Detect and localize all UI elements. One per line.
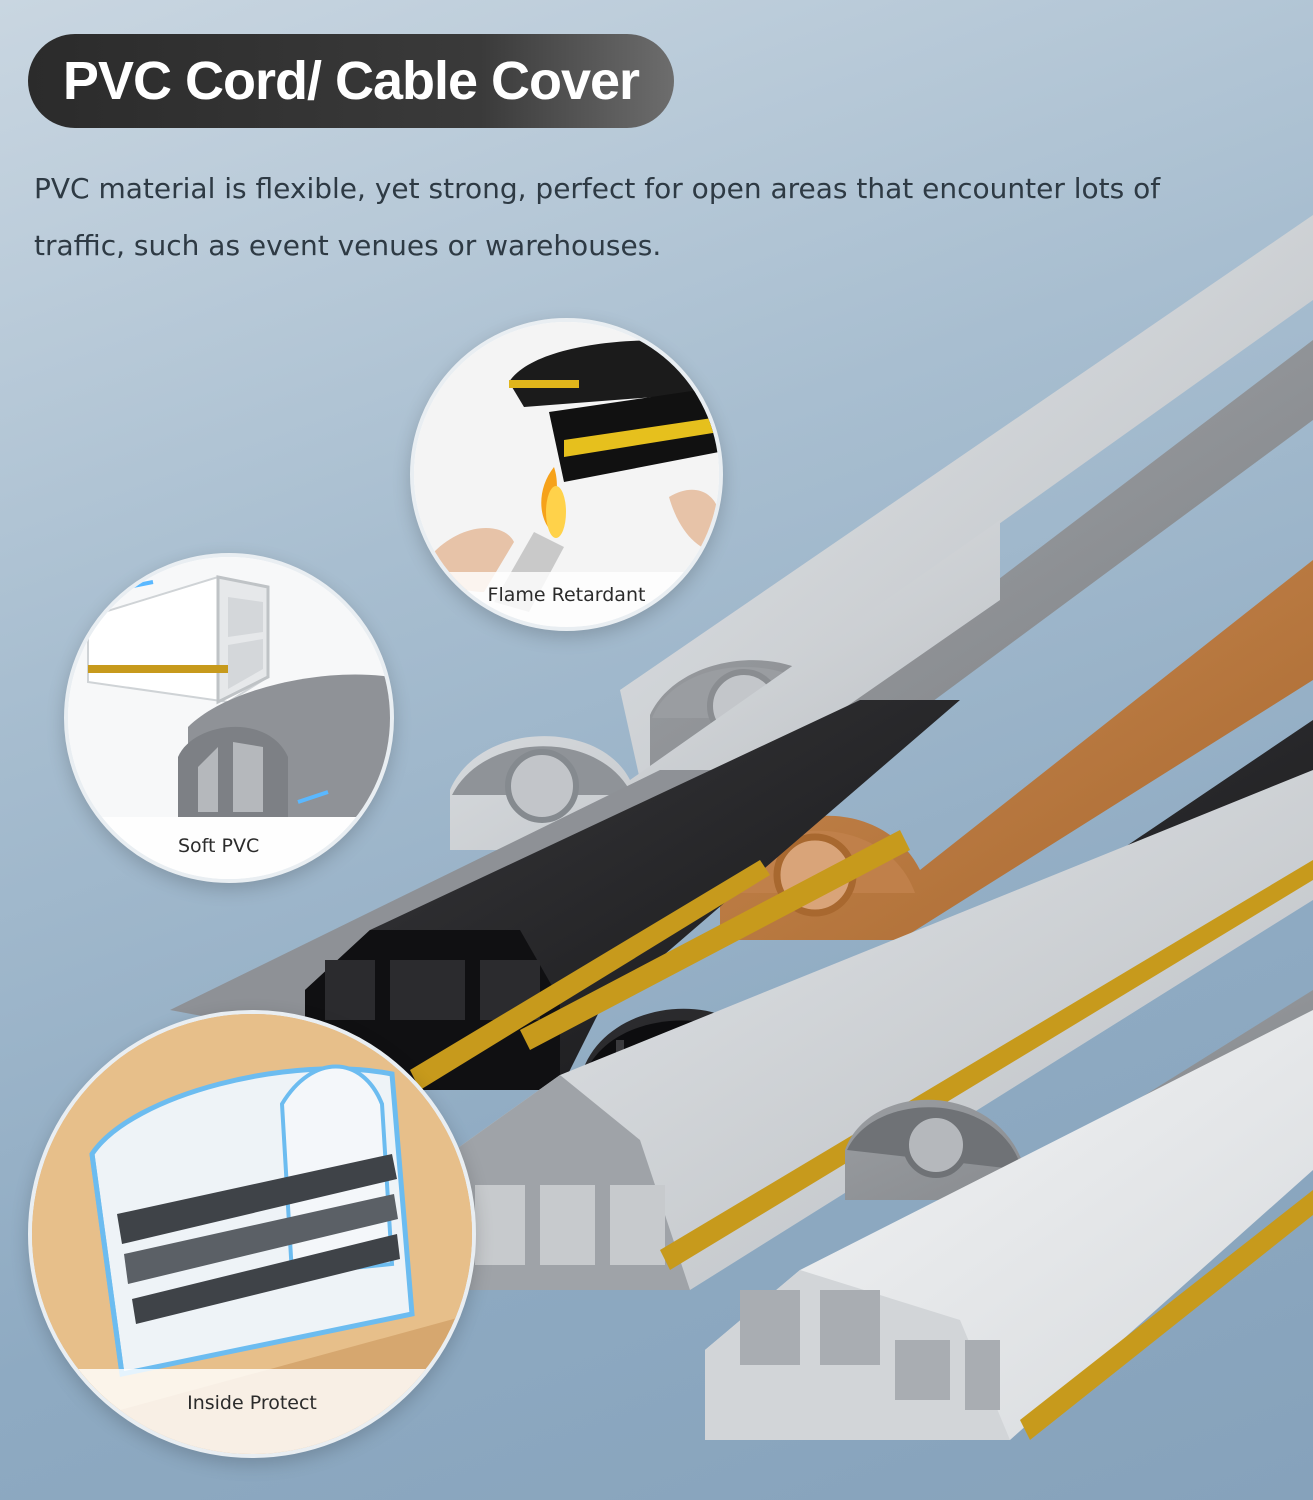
callout-flame-retardant: Flame Retardant bbox=[410, 318, 723, 631]
callout-label-flame-retardant: Flame Retardant bbox=[487, 584, 646, 606]
callout-soft-pvc: Soft PVC bbox=[64, 553, 394, 883]
black-adhesive-stripe bbox=[520, 830, 910, 1050]
callout-label-inside-protect: Inside Protect bbox=[187, 1392, 317, 1414]
white-channel-3 bbox=[895, 1340, 950, 1400]
gray-adhesive-stripe bbox=[660, 860, 1313, 1270]
light-gray-cover-left-channel bbox=[505, 749, 579, 823]
dark-gray-round-channel bbox=[903, 1112, 969, 1178]
product-description: PVC material is flexible, yet strong, pe… bbox=[34, 172, 1161, 262]
white-channel-4 bbox=[965, 1340, 1000, 1410]
page-title: PVC Cord/ Cable Cover bbox=[62, 51, 640, 111]
gray-channel-1 bbox=[475, 1185, 525, 1265]
callout-label-soft-pvc: Soft PVC bbox=[178, 835, 260, 857]
black-channel-2 bbox=[390, 960, 465, 1020]
gray-channel-3 bbox=[610, 1185, 665, 1265]
white-adhesive-stripe bbox=[1020, 1190, 1313, 1440]
gray-trapezoid-cover bbox=[455, 770, 1313, 1290]
white-channel-2 bbox=[820, 1290, 880, 1365]
title-banner: PVC Cord/ Cable Cover bbox=[28, 34, 674, 128]
light-gray-cover-back bbox=[620, 215, 1313, 780]
black-channel-1 bbox=[325, 960, 375, 1020]
gray-channel-2 bbox=[540, 1185, 595, 1265]
callout-inside-protect: Inside Protect bbox=[28, 1010, 476, 1458]
gray-base-adhesive-stripe bbox=[410, 860, 770, 1090]
white-channel-1 bbox=[740, 1290, 800, 1365]
